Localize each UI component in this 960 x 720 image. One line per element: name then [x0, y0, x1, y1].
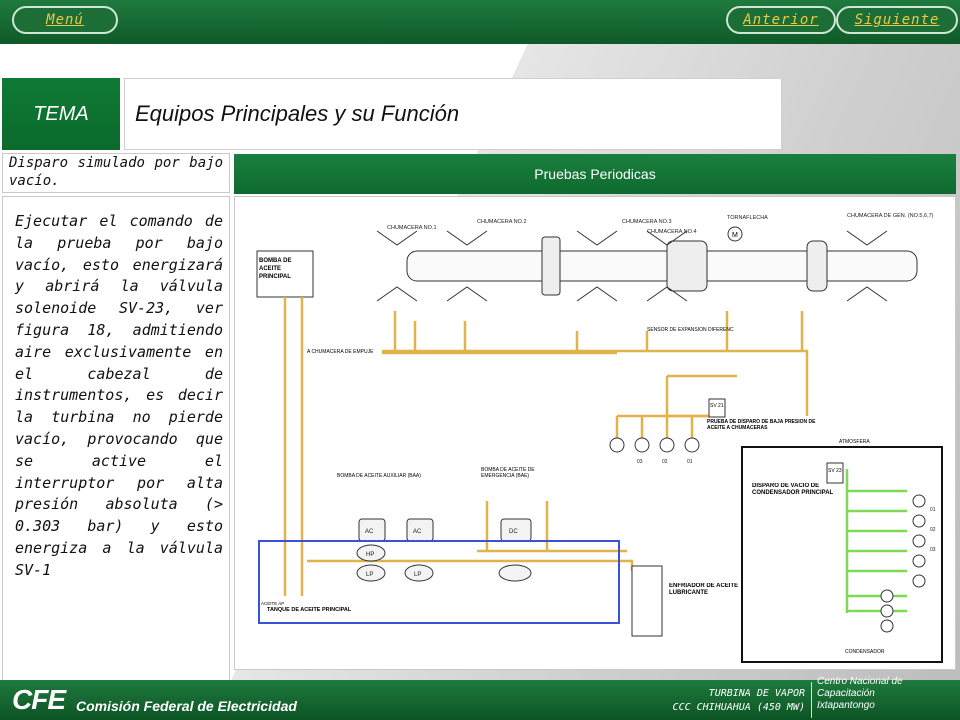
air-lines [845, 469, 907, 613]
bearing-label-2: CHUMACERA NO.2 [477, 219, 527, 225]
diagram-panel: CHUMACERA NO.1 CHUMACERA NO.2 CHUMACERA … [234, 196, 956, 670]
footer-divider [811, 682, 812, 718]
vac-switch-01: 01 [930, 507, 936, 513]
previous-link[interactable]: Anterior [743, 12, 819, 28]
bearing-label-4: CHUMACERA NO.4 [647, 229, 697, 235]
left-panel-heading: Disparo simulado por bajo vacío. [2, 153, 230, 193]
turbine-line-1: TURBINA DE VAPOR [708, 688, 805, 699]
pump-lp-1: LP [366, 572, 373, 578]
switch-02: 02 [662, 459, 668, 465]
switch-01: 01 [687, 459, 693, 465]
lube-oil-diagram: CHUMACERA NO.1 CHUMACERA NO.2 CHUMACERA … [247, 201, 947, 667]
atmosphere-label: ATMOSFERA [839, 439, 870, 445]
aux-pump-label: BOMBA DE ACEITE AUXILIAR (BAA) [337, 473, 421, 479]
vacuum-trip-label: DISPARO DE VACIO DE CONDENSADOR PRINCIPA… [752, 483, 834, 496]
page-title-text: Equipos Principales y su Función [135, 101, 460, 126]
previous-button[interactable]: Anterior [726, 6, 836, 34]
pump-hp: HP [366, 552, 374, 558]
expansion-sensor-label: SENSOR DE EXPANSION DIFERENC [647, 327, 734, 333]
motor-text: AC AC DC HP LP LP [365, 529, 518, 578]
oil-cooler-label: ENFRIADOR DE ACEITE LUBRICANTE [669, 583, 739, 596]
tornaflecha-label: TORNAFLECHA [727, 215, 768, 221]
bearing-label-3: CHUMACERA NO.3 [622, 219, 672, 225]
next-link[interactable]: Siguiente [854, 12, 940, 28]
pump-motors [356, 518, 532, 582]
motor-dc: DC [509, 529, 518, 535]
vacuum-switch-numbers: 01 02 03 [930, 507, 936, 553]
right-panel-heading-text: Pruebas Periodicas [534, 166, 656, 182]
motor-icon [727, 226, 743, 242]
company-name: Comisión Federal de Electricidad [76, 698, 297, 714]
next-button[interactable]: Siguiente [836, 6, 958, 34]
bearing-labels: CHUMACERA NO.1 CHUMACERA NO.2 CHUMACERA … [387, 213, 934, 235]
center-line-3: Ixtapantongo [817, 700, 875, 711]
aceite-ap-label: ACEITE AP [261, 601, 284, 606]
footer: CFE Comisión Federal de Electricidad TUR… [0, 676, 960, 720]
oil-cooler-box [631, 565, 663, 637]
page-title: Equipos Principales y su Función [124, 78, 782, 150]
low-pressure-test-label: PRUEBA DE DISPARO DE BAJA PRESION DE ACE… [707, 419, 816, 431]
tema-text: TEMA [33, 102, 89, 125]
motor-icon-label: M [732, 232, 738, 239]
training-center: Centro Nacional de Capacitación Ixtapant… [817, 676, 927, 712]
oil-lines [283, 297, 809, 596]
switch-03: 03 [637, 459, 643, 465]
bearing-symbols [376, 230, 888, 302]
turbine-shaft [406, 236, 918, 296]
generator-bearing-label: CHUMACERA DE GEN. (NO.5,6,7) [847, 213, 934, 219]
menu-button[interactable]: Menú [12, 6, 118, 34]
sv21-label: SV 21 [710, 403, 724, 409]
sv21-box [708, 398, 726, 418]
thrust-bearing-label: A CHUMACERA DE EMPUJE [307, 349, 374, 355]
vacuum-switches [880, 494, 926, 633]
menu-link[interactable]: Menú [46, 12, 84, 28]
cfe-logo: CFE [12, 684, 66, 715]
right-panel-heading: Pruebas Periodicas [234, 154, 956, 194]
switch-numbers: 03 02 01 [637, 459, 693, 465]
sv23-box [826, 462, 844, 484]
main-oil-pump-box [256, 250, 314, 298]
main-oil-pump-label: BOMBA DE ACEITE PRINCIPAL [259, 258, 292, 280]
vac-switch-03: 03 [930, 547, 936, 553]
emergency-pump-label: BOMBA DE ACEITE DE EMERGENCIA (BAE) [481, 467, 535, 479]
pressure-switches [609, 437, 700, 453]
vacuum-trip-box [741, 446, 943, 663]
turbine-line-2: CCC CHIHUAHUA (450 MW) [672, 702, 805, 713]
sv23-label: SV 23 [828, 468, 842, 474]
bearing-label-1: CHUMACERA NO.1 [387, 225, 437, 231]
top-bar: Menú Anterior Siguiente [0, 0, 960, 44]
oil-tank-outline [258, 540, 620, 624]
oil-tank-label: TANQUE DE ACEITE PRINCIPAL [267, 607, 352, 613]
motor-ac-2: AC [413, 529, 422, 535]
motor-ac-1: AC [365, 529, 374, 535]
center-line-2: Capacitación [817, 688, 875, 699]
pump-lp-2: LP [414, 572, 421, 578]
tema-label: TEMA [2, 78, 120, 150]
center-line-1: Centro Nacional de [817, 676, 903, 687]
vac-switch-02: 02 [930, 527, 936, 533]
left-panel-body: Ejecutar el comando de la prueba por baj… [2, 196, 230, 684]
turbine-info: TURBINA DE VAPOR CCC CHIHUAHUA (450 MW) [673, 687, 805, 715]
condenser-label: CONDENSADOR [845, 649, 885, 655]
